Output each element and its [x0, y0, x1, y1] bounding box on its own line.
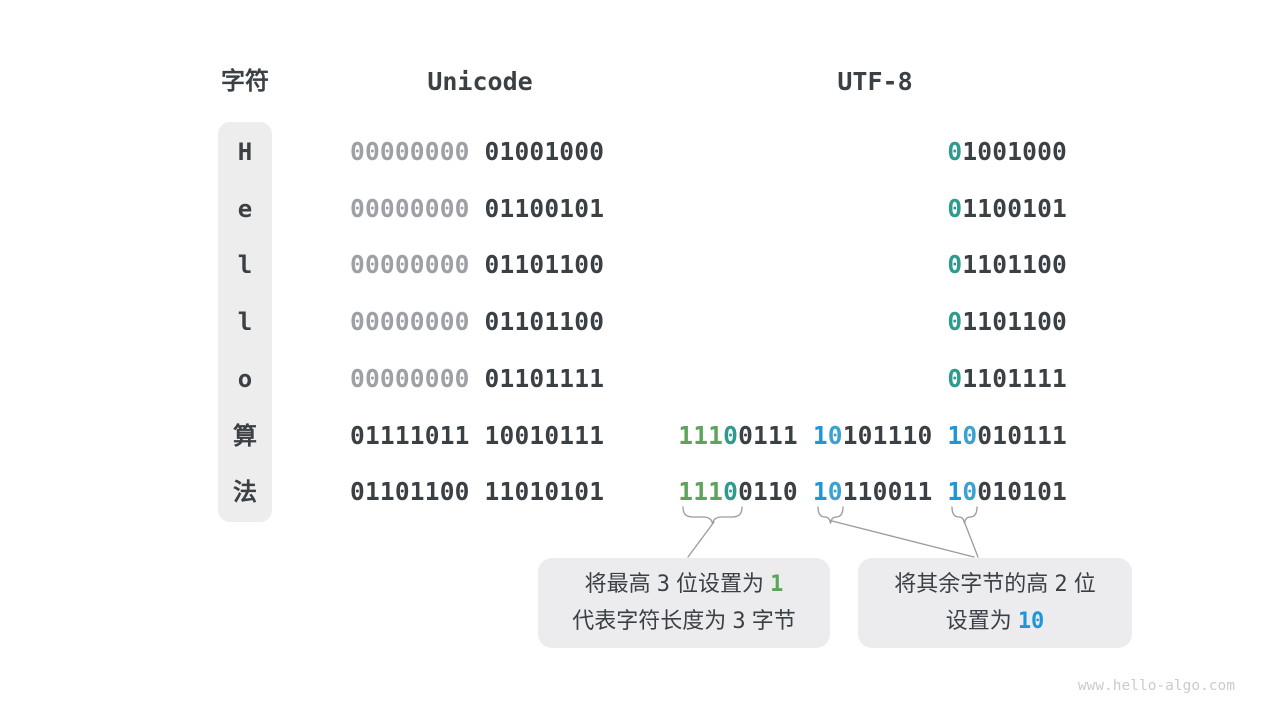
text-segment: 0: [962, 420, 978, 450]
text-segment: 3: [732, 609, 746, 634]
row-unicode-bits: 00000000 01101100: [350, 250, 670, 280]
row-character: e: [237, 194, 253, 223]
text-segment: 1: [812, 477, 828, 507]
text-segment: 00000000: [350, 250, 470, 280]
underbrace-cont-byte3: [951, 506, 978, 524]
text-segment: 01101111: [469, 363, 605, 393]
text-segment: 10: [1017, 609, 1045, 634]
row-unicode-bits: 01111011 10010111: [350, 421, 670, 451]
text-segment: 1: [812, 420, 828, 450]
callout-lead-bits: 将最高 3 位设置为 1 代表字符长度为 3 字节: [538, 558, 830, 648]
text-segment: 0: [827, 477, 843, 507]
row-unicode-bits: 00000000 01001000: [350, 137, 670, 167]
text-segment: 0: [947, 193, 963, 223]
text-segment: 1101111: [962, 363, 1067, 393]
row-character: H: [237, 138, 253, 166]
text-segment: 0: [962, 477, 978, 507]
text-segment: 01111011 10010111: [350, 420, 605, 450]
row-utf8-bits: 01101100: [667, 250, 1067, 280]
text-segment: 0: [827, 420, 843, 450]
callout-lead-bits-line1: 将最高 3 位设置为 1: [538, 569, 830, 600]
text-segment: 位设置为: [669, 571, 771, 596]
row-unicode-bits: 00000000 01101100: [350, 307, 670, 337]
text-segment: 111: [678, 477, 724, 507]
connector-line-byte2: [831, 520, 975, 558]
callout-continuation-bits-line1: 将其余字节的高 2 位: [858, 569, 1132, 600]
text-segment: 位: [1067, 571, 1096, 596]
row-character: o: [237, 364, 253, 393]
callout-continuation-bits-line2: 设置为 10: [858, 606, 1132, 637]
text-segment: 0110: [738, 477, 813, 507]
row-unicode-bits: 00000000 01101111: [350, 364, 670, 394]
connector-line-byte3: [963, 520, 979, 558]
row-character: l: [237, 251, 253, 280]
text-segment: 1001000: [962, 137, 1067, 166]
row-character: l: [237, 308, 253, 337]
text-segment: 010101: [977, 477, 1067, 507]
callout-lead-bits-line2: 代表字符长度为 3 字节: [538, 606, 830, 637]
callout-continuation-bits: 将其余字节的高 2 位 设置为 10: [858, 558, 1132, 648]
connector-line-left: [687, 521, 715, 558]
text-segment: 0: [947, 363, 963, 393]
text-segment: 00000000: [350, 363, 470, 393]
text-segment: 3: [656, 572, 670, 597]
row-unicode-bits: 00000000 01100101: [350, 194, 670, 224]
text-segment: 01100101: [469, 193, 605, 223]
text-segment: 0111: [738, 420, 813, 450]
text-segment: 01001000: [469, 137, 605, 166]
text-segment: 1101100: [962, 307, 1067, 337]
row-utf8-bits: 11100111 10101110 10010111: [667, 421, 1067, 451]
text-segment: 101110: [842, 420, 948, 450]
row-utf8-bits: 01101111: [667, 364, 1067, 394]
row-utf8-bits: 01001000: [667, 137, 1067, 167]
text-segment: 0: [947, 307, 963, 337]
text-segment: 将最高: [584, 571, 657, 596]
underbrace-cont-byte2: [817, 506, 844, 524]
row-character: 算: [233, 421, 257, 450]
column-header-unicode: Unicode: [427, 67, 533, 96]
text-segment: 01101100 11010101: [350, 477, 605, 507]
text-segment: 0: [947, 137, 963, 166]
text-segment: 将其余字节的高: [894, 571, 1055, 596]
row-unicode-bits: 01101100 11010101: [350, 477, 670, 507]
text-segment: 0: [723, 420, 739, 450]
text-segment: 1100101: [962, 193, 1067, 223]
character-column-pill: [218, 122, 272, 522]
text-segment: 1101100: [962, 250, 1067, 280]
underbrace-lead-bits: [682, 506, 743, 525]
text-segment: 设置为: [945, 608, 1018, 633]
text-segment: 字节: [745, 608, 796, 633]
text-segment: 01101100: [469, 307, 605, 337]
text-segment: 1: [947, 420, 963, 450]
text-segment: 代表字符长度为: [572, 608, 733, 633]
text-segment: 00000000: [350, 137, 470, 166]
watermark: www.hello-algo.com: [1077, 678, 1235, 694]
text-segment: 2: [1054, 572, 1068, 597]
text-segment: 01101100: [469, 250, 605, 280]
text-segment: 110011: [842, 477, 948, 507]
column-header-character: 字符: [221, 68, 269, 95]
text-segment: 1: [947, 477, 963, 507]
column-header-utf8: UTF-8: [837, 67, 913, 96]
row-utf8-bits: 11100110 10110011 10010101: [667, 477, 1067, 507]
row-utf8-bits: 01100101: [667, 194, 1067, 224]
text-segment: 00000000: [350, 193, 470, 223]
text-segment: 111: [678, 420, 724, 450]
text-segment: 1: [770, 572, 784, 597]
text-segment: 0: [723, 477, 739, 507]
row-character: 法: [233, 478, 257, 507]
text-segment: 00000000: [350, 307, 470, 337]
row-utf8-bits: 01101100: [667, 307, 1067, 337]
text-segment: 0: [947, 250, 963, 280]
text-segment: 010111: [977, 420, 1067, 450]
